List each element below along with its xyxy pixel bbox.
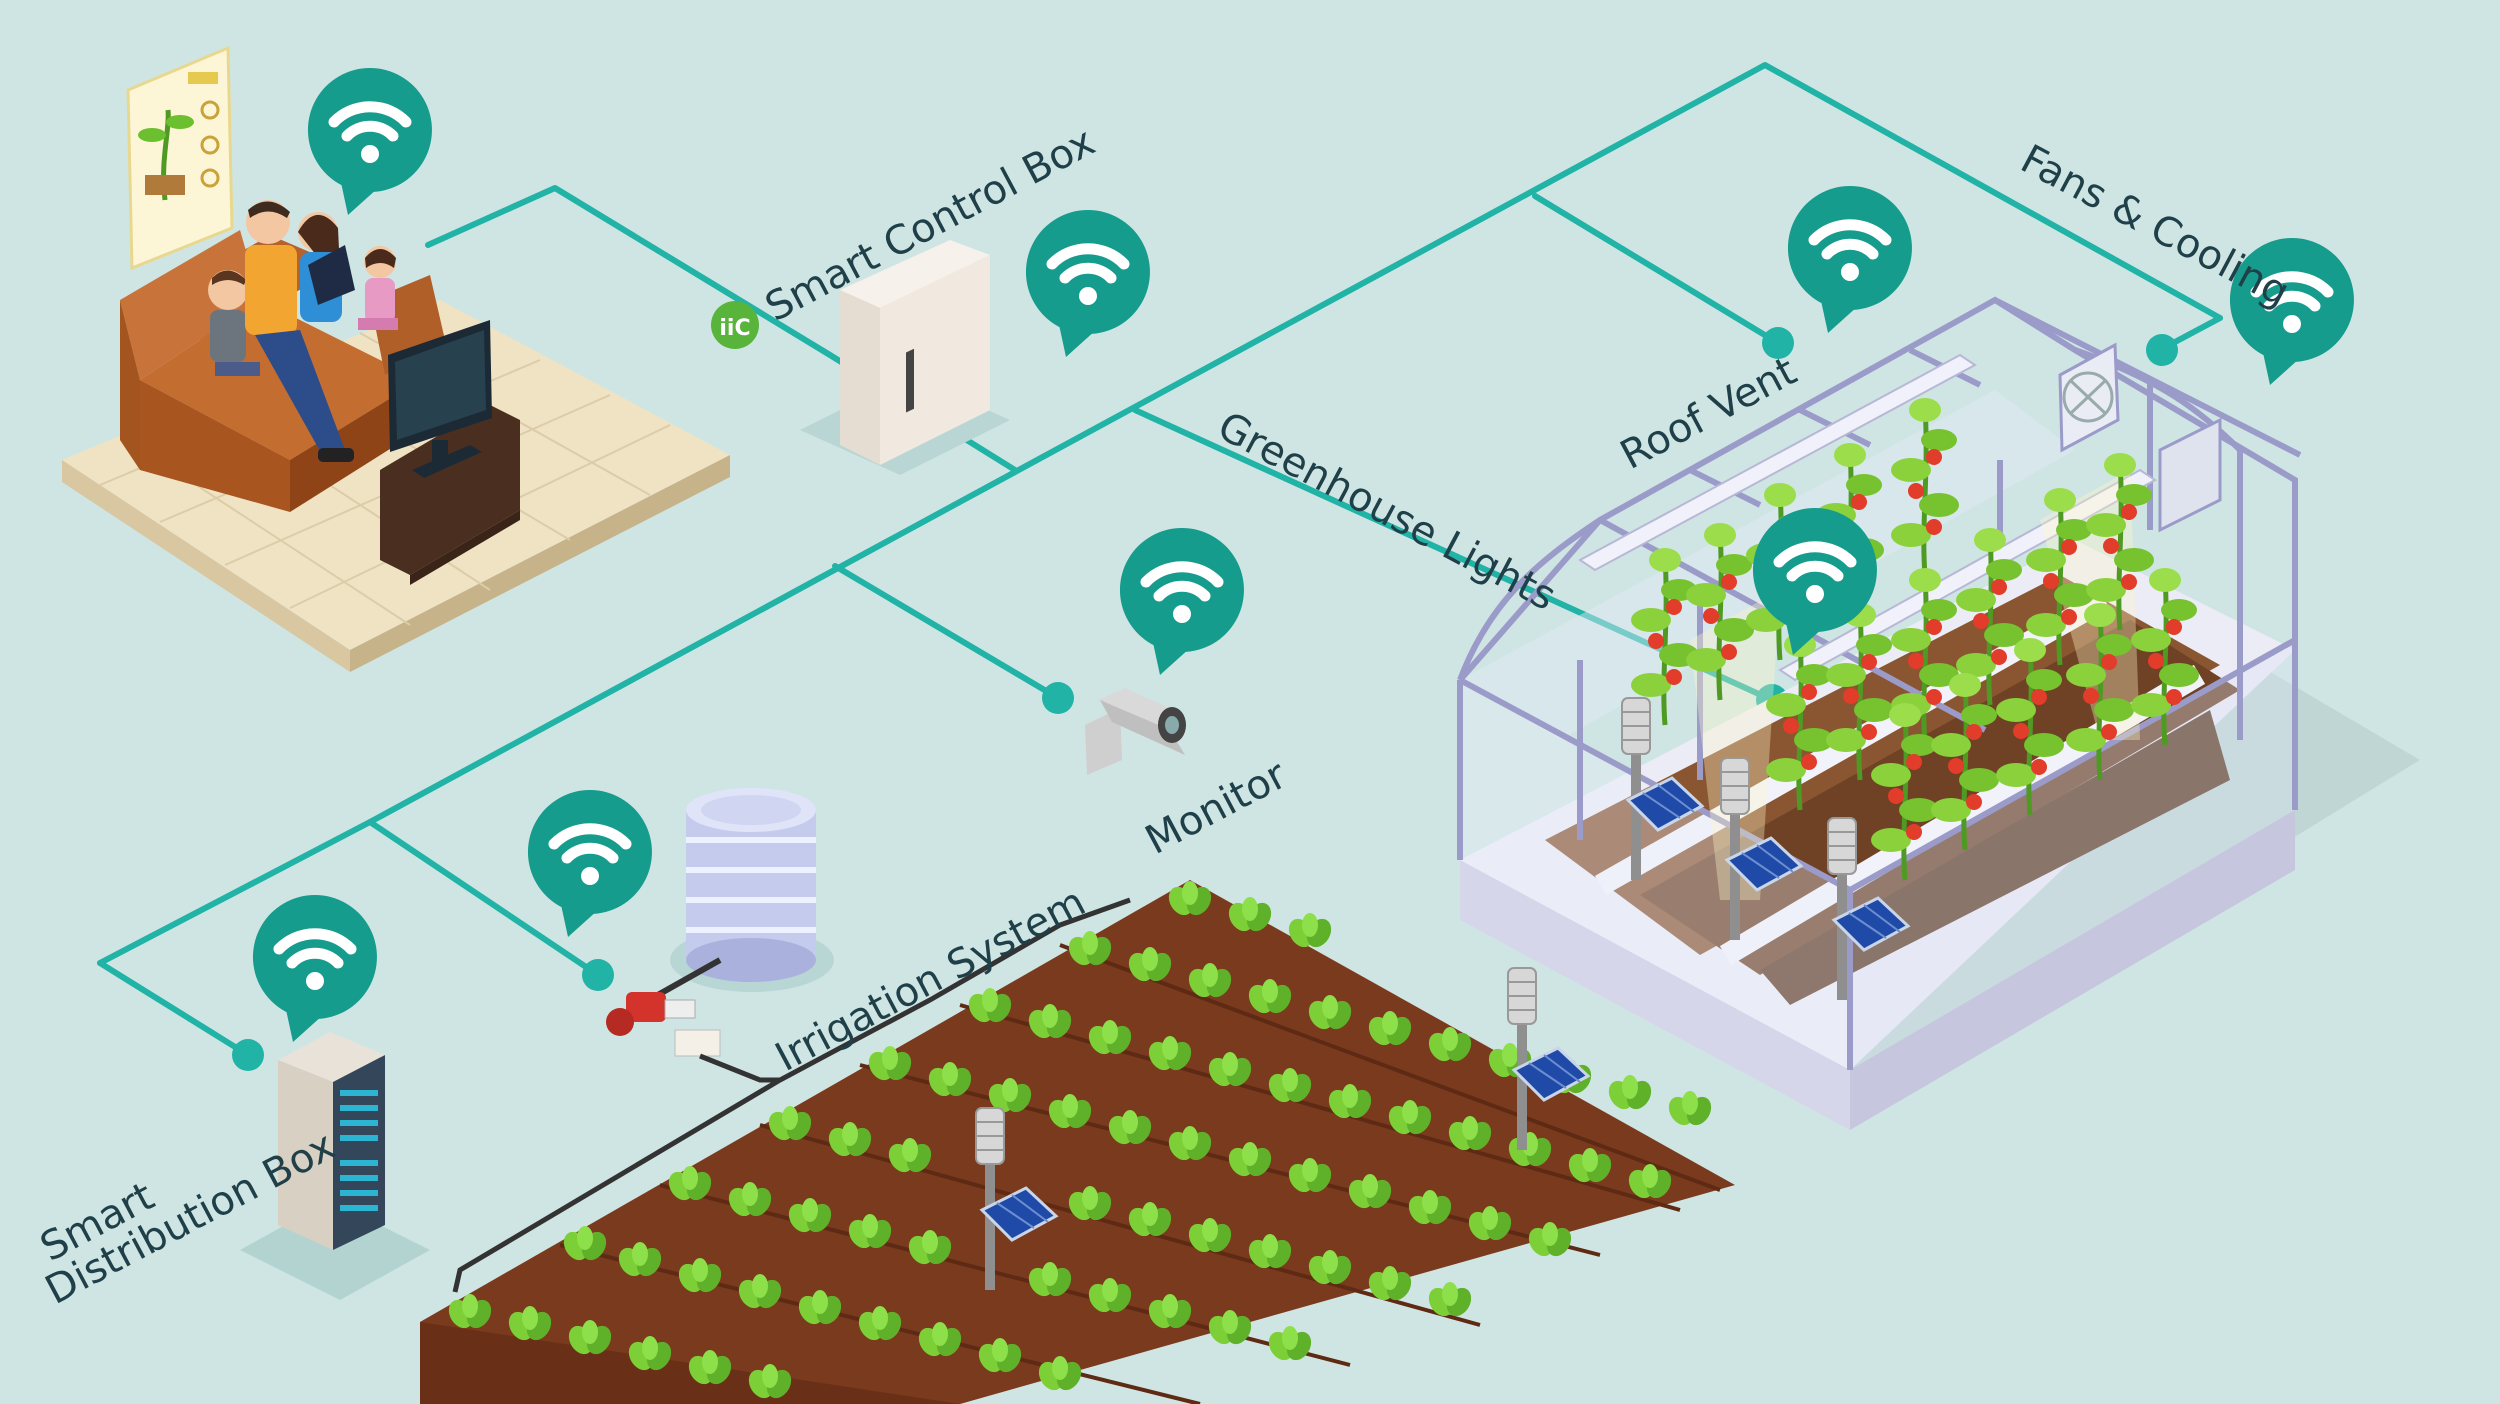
wifi-icon (528, 790, 652, 937)
wifi-icon (1026, 210, 1150, 357)
plant-poster (126, 45, 234, 271)
network-camera (1085, 688, 1186, 775)
wifi-icon (1120, 528, 1244, 675)
wifi-icon (308, 68, 432, 215)
wifi-icon (1788, 186, 1912, 333)
network-dots (232, 327, 2178, 1071)
irrigation-valve (606, 957, 722, 1057)
smart-control-box (800, 240, 1010, 475)
television (380, 320, 520, 585)
logo-text: iiC (719, 316, 750, 341)
family-living-room (62, 45, 730, 672)
greenhouse (1457, 296, 2420, 1130)
water-tank (670, 788, 834, 992)
family (208, 200, 398, 462)
label-monitor: Monitor (1138, 752, 1294, 864)
server-rack (240, 1032, 430, 1300)
label-greenhouse-lights: Greenhouse Lights (1210, 403, 1563, 620)
wifi-icon (253, 895, 377, 1042)
crop-field (420, 880, 1735, 1404)
cooling-fan (2058, 342, 2222, 533)
company-logo: iiC (711, 301, 759, 349)
